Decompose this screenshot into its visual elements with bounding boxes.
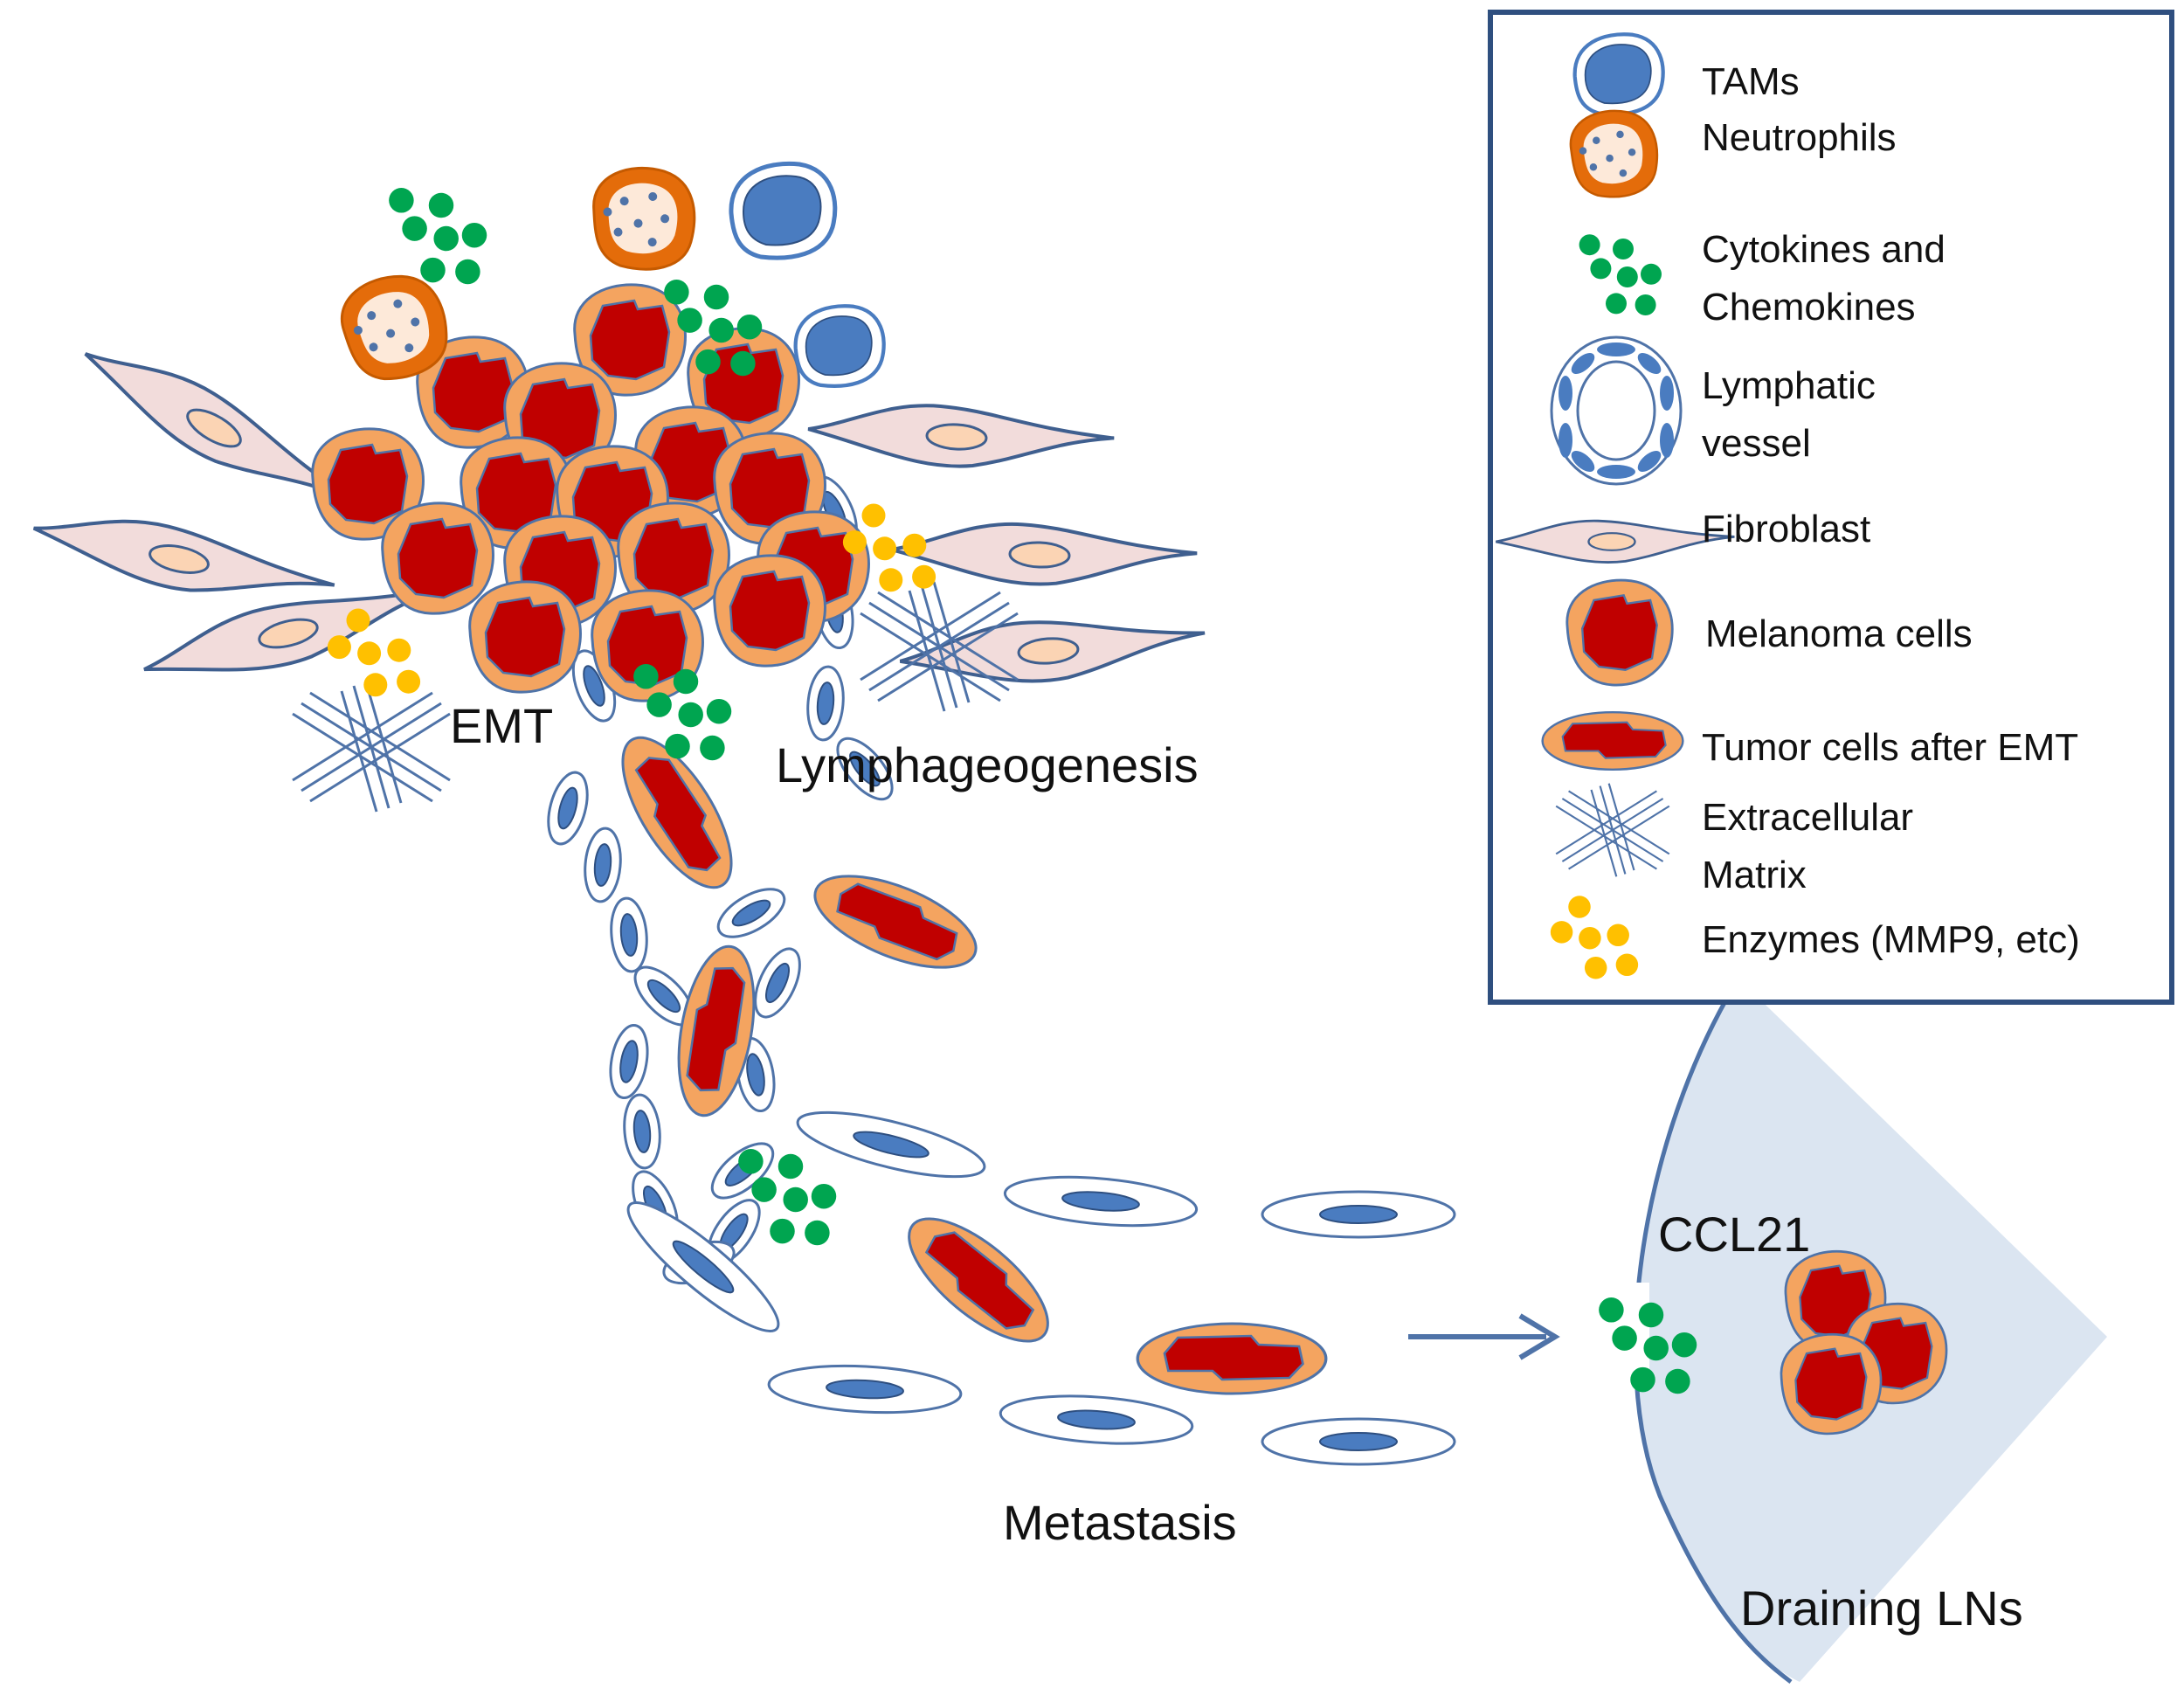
legend-cytokines-line1: Cytokines and — [1702, 228, 1946, 271]
legend-ecm-line1: Extracellular — [1702, 796, 1913, 839]
tumor-cell-after-emt — [1136, 1322, 1328, 1395]
legend-ecm-line2: Matrix — [1702, 854, 1807, 896]
fibroblast — [890, 520, 1198, 590]
lymphangiogenesis-label: Lymphageogenesis — [776, 737, 1199, 792]
legend-fibroblast: Fibroblast — [1702, 508, 1870, 550]
melanoma-cell-icon — [1565, 578, 1674, 687]
neutrophil-icon — [1569, 109, 1659, 198]
legend-neutrophils: Neutrophils — [1702, 116, 1897, 159]
cytokines-cluster — [389, 188, 487, 285]
emt-label: EMT — [450, 698, 553, 753]
tumor-cell-after-emt — [888, 1196, 1068, 1364]
ccl21-label: CCL21 — [1658, 1207, 1810, 1262]
fibroblast — [806, 399, 1115, 474]
migration-arrow — [1408, 1313, 1560, 1360]
legend-cytokines-line2: Chemokines — [1702, 286, 1916, 329]
draining-lns-label: Draining LNs — [1740, 1581, 2023, 1636]
metastasis-label: Metastasis — [1003, 1495, 1237, 1550]
lymphatic-vessel-icon — [1550, 336, 1683, 486]
tam-cell — [731, 163, 835, 258]
legend-enzymes: Enzymes (MMP9, etc) — [1702, 918, 2080, 961]
tam-icon — [1575, 34, 1663, 114]
tumor-cell-after-emt — [801, 855, 990, 988]
legend-lymphatic-line2: vessel — [1702, 422, 1811, 465]
fibroblast — [25, 497, 342, 623]
neutrophil-cell — [587, 163, 701, 275]
legend-tams: TAMs — [1702, 60, 1800, 103]
tam-cell — [796, 306, 884, 386]
legend: TAMs Neutrophils Cytokines and Chemokine… — [1488, 10, 2174, 1005]
legend-melanoma: Melanoma cells — [1705, 612, 1973, 655]
lymph-node-boundary — [1633, 977, 1793, 1684]
tumor-emt-icon — [1541, 710, 1684, 771]
extracellular-matrix — [291, 681, 452, 813]
legend-tumor-emt: Tumor cells after EMT — [1702, 726, 2078, 769]
legend-lymphatic-line1: Lymphatic — [1702, 364, 1876, 407]
